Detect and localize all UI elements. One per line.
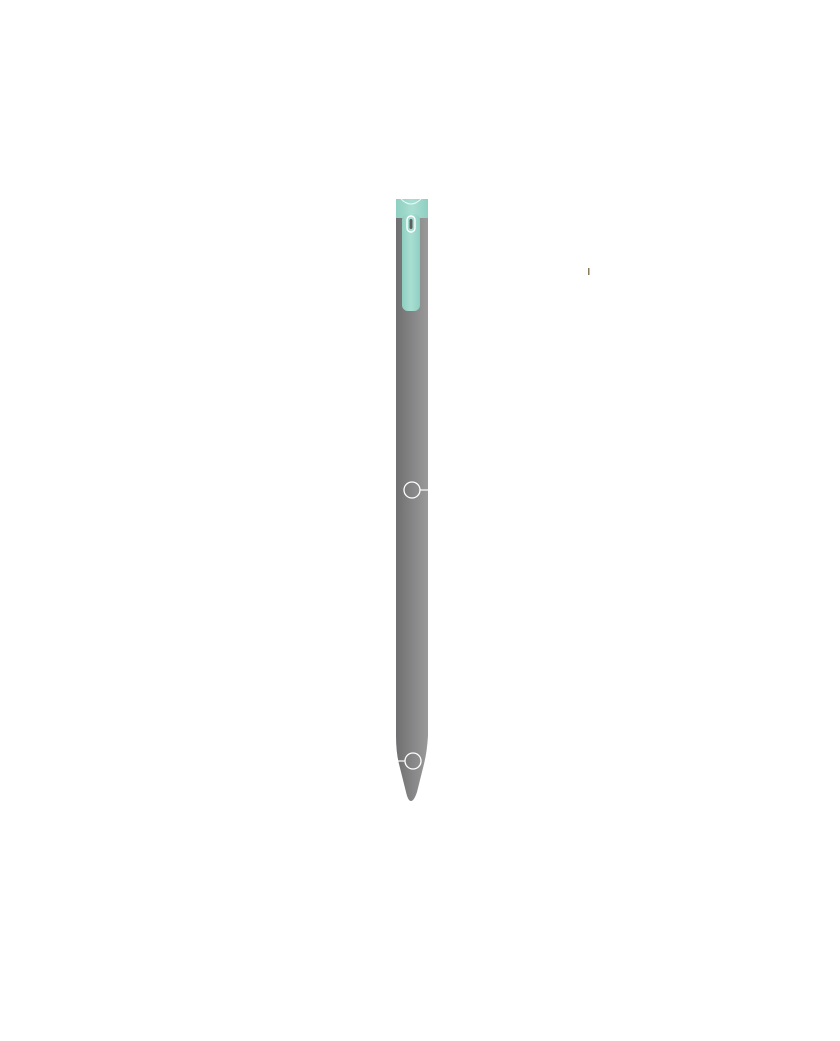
- pen-body: [396, 214, 428, 801]
- cap-edge-highlight: [400, 198, 422, 205]
- charging-port-icon: [406, 215, 416, 233]
- stray-mark: [588, 268, 590, 275]
- pen-cap: [396, 199, 428, 218]
- pen-clip: [402, 214, 420, 311]
